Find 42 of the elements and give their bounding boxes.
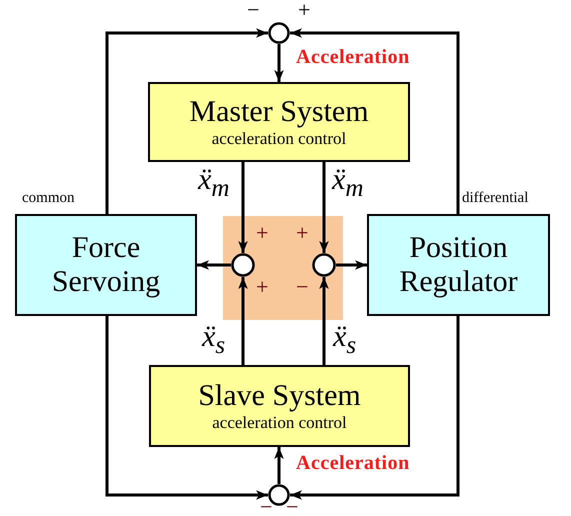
block-box [367,214,550,316]
summing-junction [312,253,336,277]
block-subtitle: acceleration control [212,128,346,149]
sign-label: + [256,279,268,296]
signal-arrow [106,316,268,500]
signal-arrow [290,28,460,214]
sign-label: + [256,225,268,242]
signal-arrow [319,162,329,253]
signal-arrow [238,162,248,253]
block-title: Master System [189,95,369,129]
sign-label: − [260,499,272,516]
signal-symbol: ẍ$_{m}$ [198,165,230,201]
signal-arrow [197,260,231,270]
sign-label: − [247,2,260,18]
block-title: Slave System [198,379,361,413]
signal-label: common [22,190,74,207]
signal-arrow [336,260,367,270]
block-box [149,365,410,447]
block-box [148,82,410,162]
summing-junction [268,22,290,44]
sign-label: − [296,279,308,296]
signal-symbol: ẍ$_{m}$ [332,165,364,201]
block-title: Position Regulator [398,231,519,299]
signal-arrow [106,28,268,214]
signal-arrow [290,316,460,500]
edge-label: Acceleration [296,452,410,475]
block-subtitle: acceleration control [212,412,347,433]
block-title: Force Servoing [50,231,162,299]
signal-symbol: ẍ$_{s}$ [202,322,226,358]
summing-junction [268,484,290,506]
summing-junction [231,253,255,277]
signal-arrow [274,447,284,484]
sign-label: + [296,225,308,242]
signal-symbol: ẍ$_{s}$ [333,322,356,358]
signal-arrow [319,277,329,365]
signal-label: differential [462,190,528,207]
sign-label: − [286,499,298,516]
signal-arrow [274,44,284,82]
block-box [15,214,197,316]
edge-label: Acceleration [296,46,410,69]
sign-label: + [298,2,310,18]
signal-arrow [238,277,248,365]
